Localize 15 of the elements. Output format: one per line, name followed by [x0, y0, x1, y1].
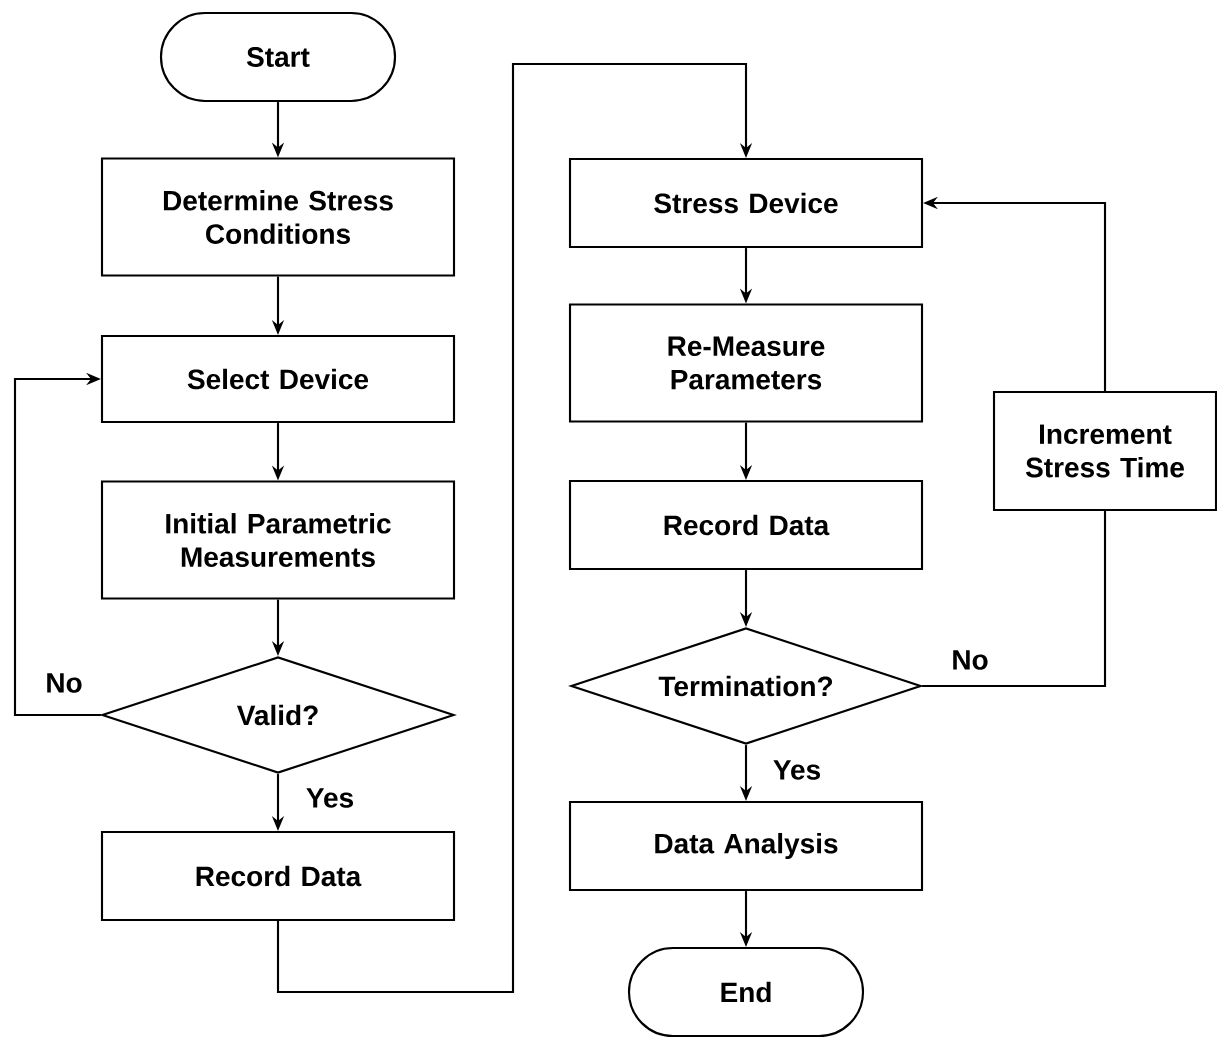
process-box: Determine Stress Conditions	[100, 157, 456, 277]
edge-label: No	[44, 671, 84, 695]
arrow	[276, 62, 753, 994]
process-box: Stress Device	[568, 157, 924, 249]
arrow	[13, 372, 101, 717]
process-box: Record Data	[568, 479, 924, 571]
process-box: Re-Measure Parameters	[568, 303, 924, 423]
process-box: Select Device	[100, 334, 456, 424]
process-box: Data Analysis	[568, 800, 924, 892]
edge-label: No	[950, 648, 990, 672]
process-box: Record Data	[100, 830, 456, 922]
process-box: Initial Parametric Measurements	[100, 480, 456, 600]
edge-label: Yes	[771, 758, 823, 782]
edge-label: Yes	[304, 786, 356, 810]
process-box: Increment Stress Time	[992, 390, 1217, 512]
